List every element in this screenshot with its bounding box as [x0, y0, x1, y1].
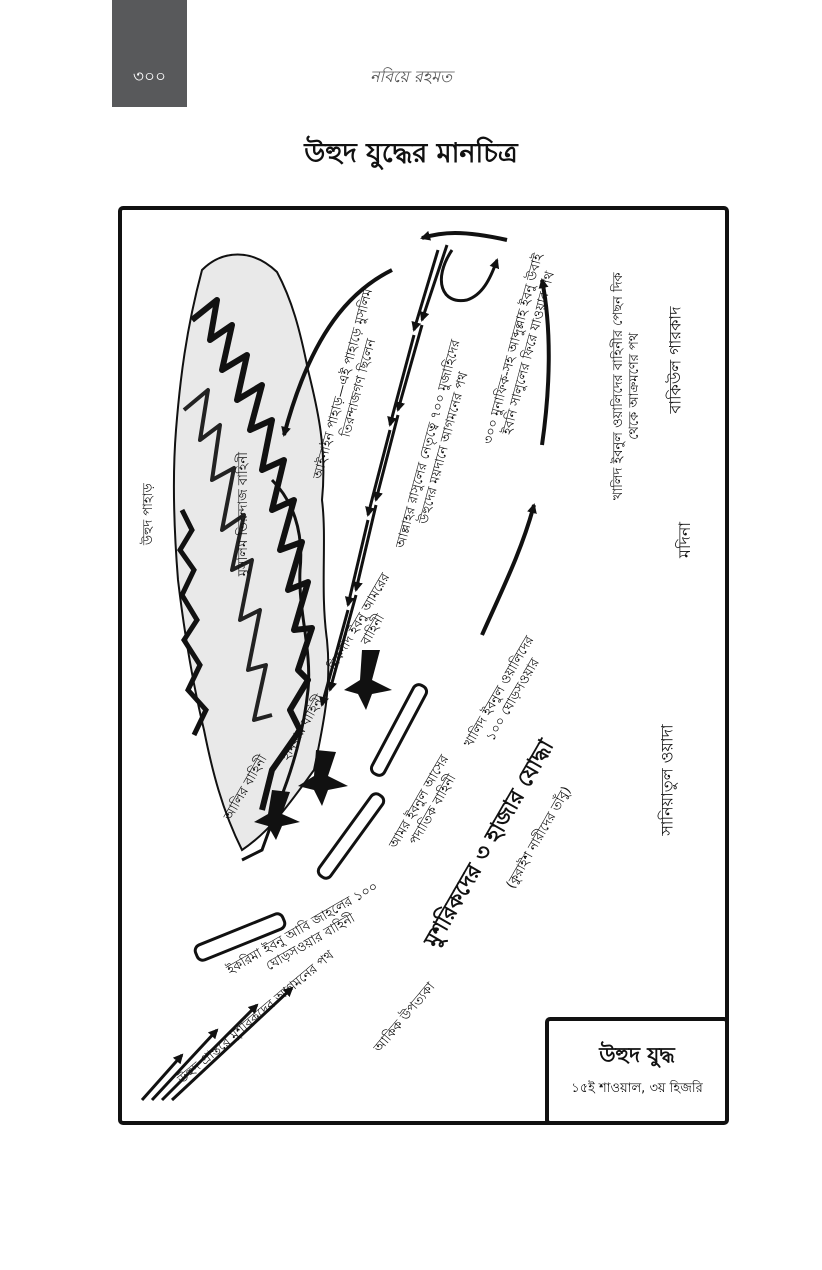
uhud-mountain-drawing — [172, 253, 330, 862]
label-saniat: সানিয়াতুল ওয়াদা — [657, 724, 677, 836]
muslim-arrival-arrows — [319, 244, 449, 707]
ibn-ubayy-return-arrow — [439, 249, 500, 303]
running-head: নবিয়ে রহমত — [369, 67, 453, 86]
mushrik-arrival-arrows — [140, 986, 294, 1102]
battle-map: উহুদ পাহাড় মুসলিম তিরন্দাজ বাহিনী আইনাই… — [118, 206, 729, 1125]
legend-date: ১৫ই শাওয়াল, ৩য় হিজরি — [571, 1081, 703, 1096]
map-legend: উহুদ যুদ্ধ ১৫ই শাওয়াল, ৩য় হিজরি — [545, 1017, 725, 1121]
label-archers-unit: মুসলিম তিরন্দাজ বাহিনী — [235, 452, 251, 577]
legend-title: উহুদ যুদ্ধ — [599, 1042, 675, 1067]
page-title: উহুদ যুদ্ধের মানচিত্র — [304, 138, 518, 169]
label-uhud-mountain: উহুদ পাহাড় — [140, 483, 156, 546]
muslim-unit-markers — [254, 650, 392, 840]
archers-route-arrow — [281, 268, 393, 437]
label-baqi: বাকিউল গারকাদ — [665, 306, 685, 414]
page-number: ৩০০ — [132, 67, 167, 87]
mushrik-cavalry-markers — [193, 683, 429, 962]
khalid-attack-arrow — [538, 278, 551, 446]
map-drawing — [140, 230, 551, 1102]
label-madina: মদিনা — [675, 521, 695, 559]
page-number-tab: ৩০০ — [112, 0, 187, 107]
label-khalid-attack: খালিদ ইবনুল ওয়ালিদের বাহিনীর পেছন দিক থ… — [610, 272, 642, 501]
